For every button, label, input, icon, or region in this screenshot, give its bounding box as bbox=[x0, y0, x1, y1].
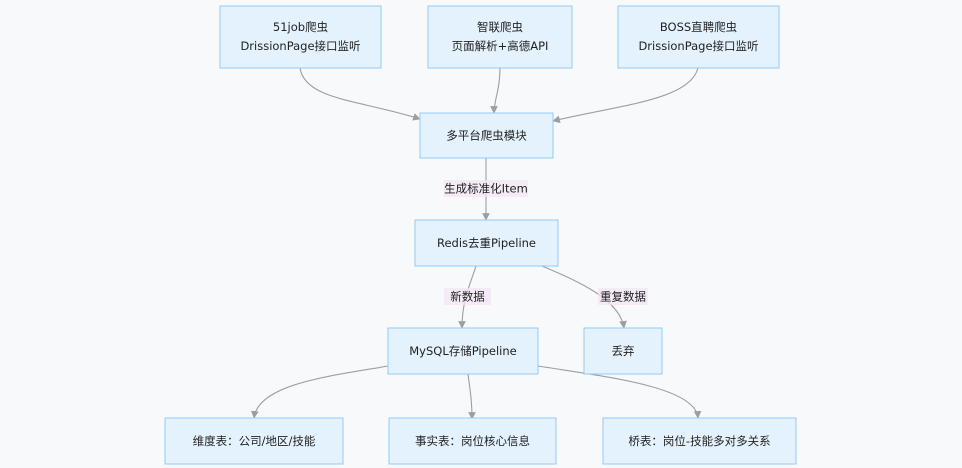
node-subtitle: DrissionPage接口监听 bbox=[240, 39, 360, 53]
node-subtitle: DrissionPage接口监听 bbox=[638, 39, 758, 53]
edge-label-standardize: 生成标准化Item bbox=[444, 180, 528, 197]
node-subtitle: 页面解析+高德API bbox=[452, 39, 549, 53]
node-label: MySQL存储Pipeline bbox=[409, 344, 517, 358]
edge-label-dup-data: 重复数据 bbox=[598, 288, 648, 305]
node-mysql-pipeline: MySQL存储Pipeline bbox=[387, 327, 539, 375]
node-title: 51job爬虫 bbox=[273, 20, 328, 34]
node-zhilian-crawler: 智联爬虫 页面解析+高德API bbox=[427, 5, 573, 69]
node-discard: 丢弃 bbox=[583, 327, 663, 375]
edge-zhilian-to-multi bbox=[490, 67, 501, 114]
edge-label-new-data: 新数据 bbox=[444, 288, 491, 305]
edge-label-bg bbox=[598, 288, 648, 305]
edge-mysql-to-dim bbox=[251, 365, 389, 419]
node-label: 多平台爬虫模块 bbox=[446, 129, 527, 143]
node-bridge-table: 桥表：岗位-技能多对多关系 bbox=[602, 417, 797, 465]
edge-mysql-to-fact bbox=[467, 373, 476, 420]
node-51job-crawler: 51job爬虫 DrissionPage接口监听 bbox=[219, 5, 382, 69]
node-label: 维度表：公司/地区/技能 bbox=[193, 434, 316, 448]
edge-redis-to-discard bbox=[541, 265, 627, 329]
edge-label-bg bbox=[444, 288, 491, 305]
edge-label-text: 新数据 bbox=[450, 290, 485, 304]
node-title: BOSS直聘爬虫 bbox=[660, 20, 737, 34]
edge-boss-to-multi bbox=[552, 67, 699, 124]
edge-label-text: 生成标准化Item bbox=[444, 182, 528, 196]
node-label: Redis去重Pipeline bbox=[437, 236, 536, 250]
node-dimension-table: 维度表：公司/地区/技能 bbox=[164, 417, 344, 465]
edge-51job-to-multi bbox=[299, 67, 421, 121]
node-label: 丢弃 bbox=[612, 344, 635, 358]
node-label: 事实表：岗位核心信息 bbox=[415, 434, 530, 448]
edge-label-text: 重复数据 bbox=[600, 290, 646, 304]
node-multi-platform-crawler: 多平台爬虫模块 bbox=[419, 112, 554, 159]
node-label: 桥表：岗位-技能多对多关系 bbox=[628, 434, 770, 448]
node-boss-crawler: BOSS直聘爬虫 DrissionPage接口监听 bbox=[617, 5, 780, 69]
node-title: 智联爬虫 bbox=[477, 20, 523, 34]
edge-label-bg bbox=[444, 180, 528, 197]
node-fact-table: 事实表：岗位核心信息 bbox=[388, 417, 557, 465]
edge-mysql-to-bridge bbox=[537, 365, 702, 419]
node-redis-pipeline: Redis去重Pipeline bbox=[414, 219, 559, 267]
